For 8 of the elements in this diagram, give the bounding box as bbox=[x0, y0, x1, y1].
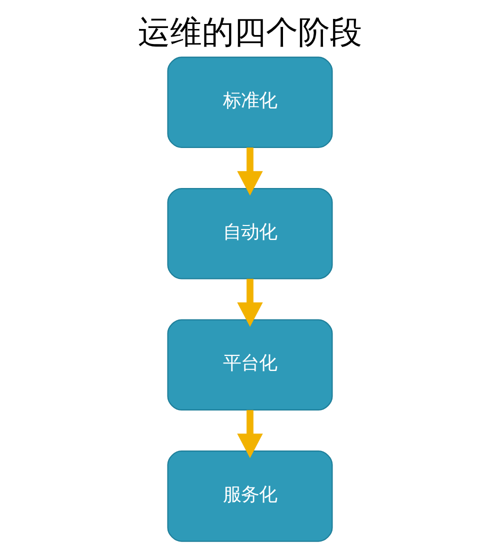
node-box: 标准化 bbox=[167, 56, 333, 148]
arrow bbox=[237, 410, 263, 458]
arrow bbox=[237, 278, 263, 327]
node-box: 服务化 bbox=[167, 450, 333, 542]
arrow bbox=[237, 148, 263, 196]
node-box: 自动化 bbox=[167, 188, 333, 280]
diagram-title: 运维的四个阶段 bbox=[138, 12, 362, 51]
node-box: 平台化 bbox=[167, 319, 333, 411]
